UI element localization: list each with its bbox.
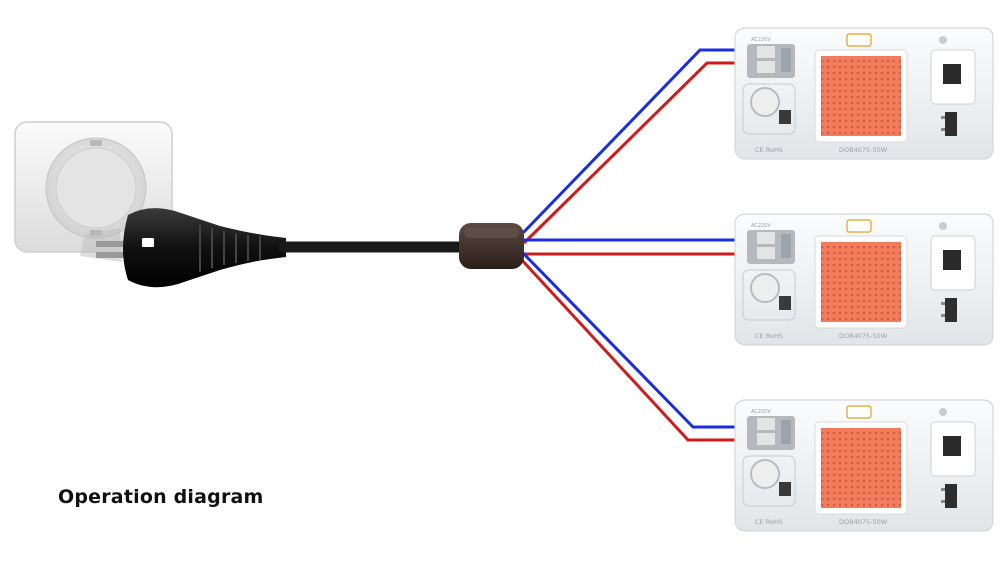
terminal-connector: [747, 44, 795, 78]
wall-socket: [14, 121, 173, 253]
model-label: DOB4075-50W: [839, 332, 888, 340]
driver-ic: [943, 64, 961, 84]
led-module: AC220V CE RoHS DOB4075-50W: [734, 399, 994, 532]
capacitor: [750, 87, 780, 117]
led-chip: [814, 49, 908, 143]
driver-ic: [943, 436, 961, 456]
model-label: DOB4075-50W: [839, 146, 888, 154]
capacitor: [750, 459, 780, 489]
wire-bundle: [518, 48, 745, 442]
voltage-label: AC220V: [751, 409, 771, 415]
brand-logo: [846, 405, 872, 419]
led-module: AC220V CE RoHS DOB4075-50W: [734, 213, 994, 346]
power-plug: [80, 208, 286, 288]
led-module: AC220V CE RoHS DOB4075-50W: [734, 27, 994, 160]
certification-label: CE RoHS: [755, 146, 783, 154]
voltage-label: AC220V: [751, 223, 771, 229]
brand-logo: [846, 219, 872, 233]
junction-box: [459, 223, 524, 269]
wire-red-top: [522, 61, 745, 245]
led-chip: [814, 235, 908, 329]
diagram-caption: Operation diagram: [58, 486, 264, 508]
voltage-label: AC220V: [751, 37, 771, 43]
brand-logo: [846, 33, 872, 47]
driver-ic: [943, 250, 961, 270]
led-chip: [814, 421, 908, 515]
certification-label: CE RoHS: [755, 518, 783, 526]
wire-red-bottom: [518, 256, 745, 442]
wire-blue-top: [518, 48, 745, 238]
model-label: DOB4075-50W: [839, 518, 888, 526]
certification-label: CE RoHS: [755, 332, 783, 340]
terminal-connector: [747, 230, 795, 264]
wire-blue-bottom: [520, 250, 745, 429]
capacitor: [750, 273, 780, 303]
terminal-connector: [747, 416, 795, 450]
